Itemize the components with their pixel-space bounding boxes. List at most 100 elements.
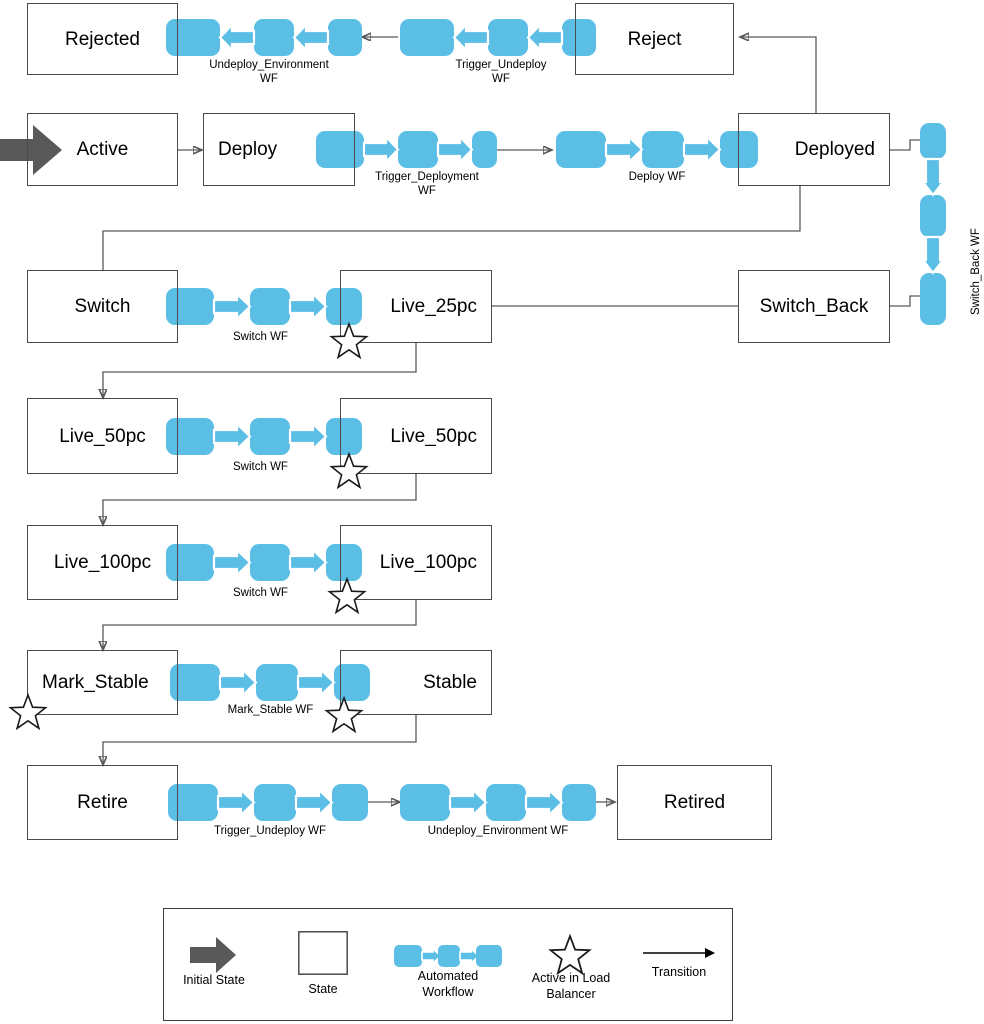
workflow-label: Trigger_Deployment WF: [375, 171, 479, 198]
state-live-50pc-right[interactable]: Live_50pc: [340, 398, 492, 474]
workflow-trigger-undeploy-retire[interactable]: [168, 784, 368, 821]
state-label: Active: [76, 139, 129, 160]
state-label: Live_100pc: [53, 552, 152, 573]
workflow-segment: [562, 19, 596, 56]
workflow-segment: [920, 123, 946, 159]
workflow-connector-right-icon: [288, 544, 328, 581]
workflow-segment: [170, 664, 220, 701]
workflow-label: Switch WF: [233, 461, 288, 473]
workflow-label: Undeploy_Environment WF: [427, 825, 569, 837]
star-icon: [324, 695, 364, 734]
workflow-label: Switch_Back WF: [970, 228, 982, 315]
initial-state-arrow-icon: [190, 937, 236, 973]
legend-label: Active in Load Balancer: [531, 971, 611, 1001]
workflow-switch-back[interactable]: [920, 123, 946, 325]
workflow-segment: [398, 131, 438, 168]
workflow-switch-100[interactable]: [166, 544, 362, 581]
workflow-switch-50[interactable]: [166, 418, 362, 455]
workflow-undeploy-environment-top[interactable]: [166, 19, 362, 56]
workflow-connector-left-icon: [218, 19, 256, 56]
workflow-label: Trigger_Undeploy WF: [213, 825, 327, 837]
workflow-segment: [920, 273, 946, 325]
automated-workflow-icon: [394, 945, 502, 967]
workflow-segment: [488, 19, 528, 56]
state-active[interactable]: Active: [27, 113, 178, 186]
star-icon: [329, 451, 369, 490]
workflow-connector-left-icon: [292, 19, 330, 56]
legend: Initial State State Automated Workflow: [163, 908, 733, 1021]
state-live-25pc[interactable]: Live_25pc: [340, 270, 492, 343]
workflow-segment: [326, 288, 362, 325]
workflow-connector-right-icon: [212, 288, 252, 325]
workflow-segment: [166, 19, 220, 56]
state-label: Deployed: [794, 139, 875, 160]
state-retire[interactable]: Retire: [27, 765, 178, 840]
workflow-segment: [326, 544, 362, 581]
initial-state-arrow-icon: [0, 125, 62, 175]
workflow-trigger-deployment[interactable]: [316, 131, 497, 168]
state-deploy[interactable]: Deploy: [203, 113, 355, 186]
workflow-connector-right-icon: [682, 131, 722, 168]
star-icon: [8, 692, 48, 731]
state-stable[interactable]: Stable: [340, 650, 492, 715]
state-label: Live_25pc: [390, 296, 477, 317]
legend-label: Initial State: [183, 973, 245, 987]
state-switch-back[interactable]: Switch_Back: [738, 270, 890, 343]
state-label: Deploy: [218, 139, 278, 160]
workflow-segment: [316, 131, 364, 168]
workflow-segment: [328, 19, 362, 56]
workflow-connector-right-icon: [288, 288, 328, 325]
workflow-connector-right-icon: [218, 664, 258, 701]
workflow-segment: [166, 288, 214, 325]
workflow-undeploy-environment-retire[interactable]: [400, 784, 596, 821]
state-label: Reject: [627, 28, 682, 50]
workflow-connector-left-icon: [452, 19, 490, 56]
workflow-segment: [400, 19, 454, 56]
workflow-connector-right-icon: [524, 784, 564, 821]
workflow-segment: [556, 131, 606, 168]
state-box-icon: [298, 931, 348, 975]
workflow-segment: [166, 418, 214, 455]
state-label: Switch_Back: [759, 296, 869, 317]
legend-item-transition: Transition: [634, 965, 724, 981]
state-live-100pc-right[interactable]: Live_100pc: [340, 525, 492, 600]
legend-label: Transition: [651, 965, 707, 979]
workflow-segment: [166, 544, 214, 581]
workflow-deploy[interactable]: [556, 131, 758, 168]
workflow-label: Switch WF: [233, 587, 288, 599]
workflow-connector-right-icon: [604, 131, 644, 168]
workflow-connector-right-icon: [362, 131, 400, 168]
state-rejected[interactable]: Rejected: [27, 3, 178, 75]
state-label: Rejected: [65, 28, 140, 50]
state-retired[interactable]: Retired: [617, 765, 772, 840]
state-label: Mark_Stable: [42, 672, 149, 693]
workflow-segment: [332, 784, 368, 821]
workflow-connector-right-icon: [216, 784, 256, 821]
state-switch[interactable]: Switch: [27, 270, 178, 343]
workflow-connector-right-icon: [448, 784, 488, 821]
workflow-segment: [254, 784, 296, 821]
workflow-connector-right-icon: [296, 664, 336, 701]
workflow-connector-right-icon: [212, 418, 252, 455]
workflow-mark-stable[interactable]: [170, 664, 370, 701]
state-label: Live_50pc: [59, 425, 146, 447]
workflow-trigger-undeploy-top[interactable]: [400, 19, 596, 56]
workflow-label: Mark_Stable WF: [227, 704, 314, 716]
state-live-100pc-left[interactable]: Live_100pc: [27, 525, 178, 600]
workflow-connector-right-icon: [212, 544, 252, 581]
state-label: Live_100pc: [379, 552, 477, 573]
workflow-switch-25[interactable]: [166, 288, 362, 325]
star-icon: [548, 933, 592, 976]
legend-item-automated-workflow: Automated Workflow: [392, 969, 504, 1000]
state-live-50pc-left[interactable]: Live_50pc: [27, 398, 178, 474]
workflow-segment: [250, 418, 290, 455]
state-mark-stable[interactable]: Mark_Stable: [27, 650, 178, 715]
workflow-label: Trigger_Undeploy WF: [455, 59, 547, 86]
workflow-connector-up-icon: [920, 157, 946, 197]
workflow-segment: [400, 784, 450, 821]
workflow-segment: [250, 544, 290, 581]
state-deployed[interactable]: Deployed: [738, 113, 890, 186]
workflow-connector-up-icon: [920, 235, 946, 275]
state-reject[interactable]: Reject: [575, 3, 734, 75]
workflow-connector-right-icon: [288, 418, 328, 455]
